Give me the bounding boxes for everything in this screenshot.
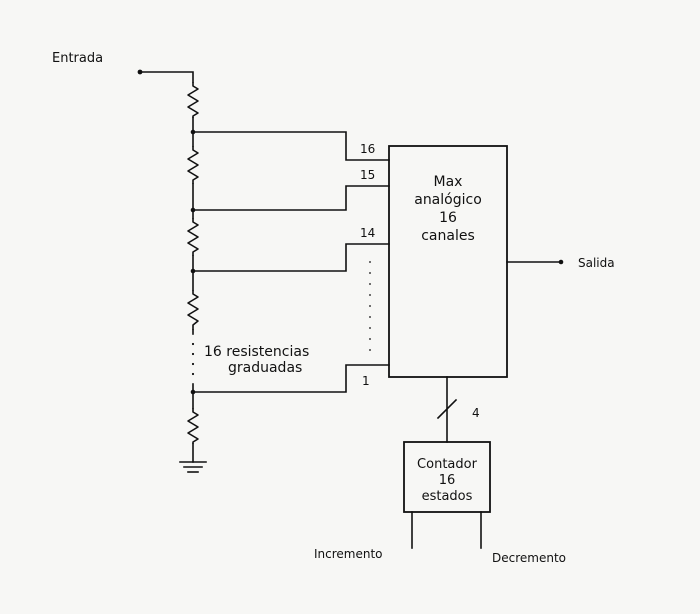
decrement-label: Decremento — [492, 551, 566, 565]
bus-slash — [436, 398, 458, 420]
resistor-3 — [187, 218, 199, 256]
counter-label-line3: estados — [422, 489, 473, 504]
mux-label-line4: canales — [421, 228, 475, 244]
resistor-label-line1: 16 resistencias — [204, 344, 309, 360]
channel-ellipsis — [369, 261, 371, 351]
mux-label-line3: 16 — [439, 210, 457, 226]
increment-label: Incremento — [314, 547, 383, 561]
tap-wire-1 — [192, 364, 390, 393]
output-label: Salida — [578, 256, 615, 270]
channel-label-14: 14 — [360, 226, 375, 240]
tap-wire-15 — [192, 185, 390, 211]
tap-wire-16 — [192, 131, 390, 161]
ladder-ellipsis — [191, 342, 195, 376]
tap-wire-14 — [192, 243, 390, 272]
mux-label-line2: analógico — [414, 192, 482, 208]
channel-label-1: 1 — [362, 374, 370, 388]
ground-symbol — [179, 461, 207, 473]
channel-label-15: 15 — [360, 168, 375, 182]
channel-label-16: 16 — [360, 142, 375, 156]
output-terminal — [558, 259, 564, 265]
counter-label-line1: Contador — [417, 457, 478, 472]
resistor-5 — [187, 408, 199, 444]
bus-width-label: 4 — [472, 406, 480, 420]
resistor-label-line2: graduadas — [228, 360, 302, 376]
counter-label-line2: 16 — [439, 473, 456, 488]
resistor-1 — [187, 82, 199, 118]
mux-label-line1: Max — [434, 174, 463, 190]
resistor-4 — [187, 290, 199, 330]
resistor-2 — [187, 146, 199, 184]
input-label: Entrada — [52, 51, 103, 66]
input-wire — [139, 71, 194, 83]
counter-block — [403, 441, 491, 513]
